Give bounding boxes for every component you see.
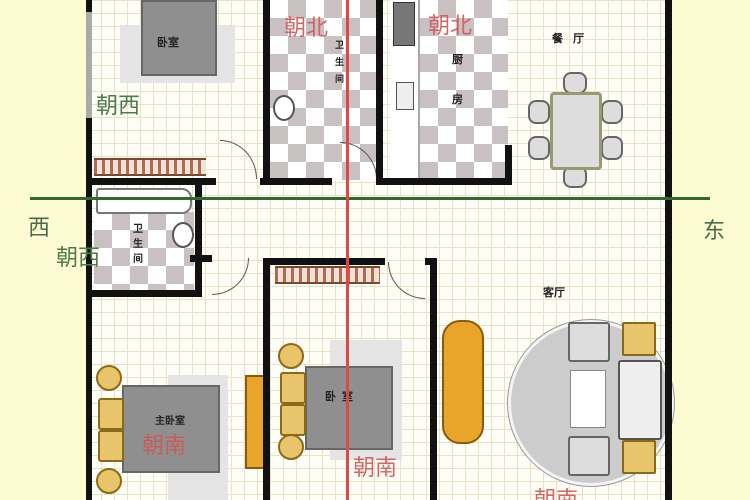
nightstand <box>96 365 122 391</box>
room-label-dining: 餐厅 <box>552 32 594 45</box>
sink-icon <box>396 82 414 110</box>
wall <box>260 178 332 185</box>
armchair <box>568 436 610 476</box>
wall <box>195 255 202 297</box>
orientation-label-south: 朝南 <box>534 482 578 500</box>
tv-cabinet <box>442 320 484 444</box>
dining-chair <box>528 100 550 124</box>
closet <box>275 266 380 284</box>
wall <box>263 258 270 500</box>
orientation-label-south: 朝南 <box>353 456 398 481</box>
wall <box>86 0 92 12</box>
wall <box>263 0 270 185</box>
bed <box>305 366 393 450</box>
room-label-bathroom-top: 卫生间 <box>335 41 345 85</box>
stove-icon <box>393 2 415 46</box>
dining-table <box>550 92 602 170</box>
pillow <box>98 430 124 462</box>
bathtub <box>96 188 192 214</box>
dining-chair <box>528 136 550 160</box>
pillow <box>280 404 306 436</box>
orientation-label-south: 朝南 <box>142 434 187 459</box>
wall <box>195 185 202 255</box>
dining-chair <box>601 100 623 124</box>
window <box>86 12 92 118</box>
side-table <box>622 440 656 474</box>
compass-east: 东 <box>703 219 726 244</box>
nightstand <box>278 434 304 460</box>
pillow <box>98 398 124 430</box>
side-table <box>622 322 656 356</box>
dining-chair <box>563 72 587 94</box>
toilet-icon <box>273 95 295 121</box>
dining-chair <box>601 136 623 160</box>
room-label-living: 客厅 <box>543 286 565 299</box>
compass-west: 西 <box>28 216 51 241</box>
east-west-axis-line <box>30 197 710 200</box>
wall <box>665 0 672 500</box>
room-label-kitchen: 厨房 <box>452 53 463 106</box>
north-south-axis-line <box>346 0 349 500</box>
pillow <box>280 372 306 404</box>
wall <box>263 258 385 265</box>
bed <box>141 0 217 76</box>
wall <box>90 290 202 297</box>
sofa <box>618 360 662 440</box>
closet <box>94 158 206 176</box>
room-label-bedroom-top: 卧室 <box>157 36 179 49</box>
orientation-label-north: 朝北 <box>284 16 329 41</box>
orientation-label-north: 朝北 <box>428 14 473 39</box>
wall <box>90 178 216 185</box>
wall <box>505 145 512 185</box>
room-label-bathroom-left: 卫生间 <box>133 224 143 265</box>
wall <box>376 0 383 185</box>
coffee-table <box>570 370 606 428</box>
toilet-icon <box>172 222 194 248</box>
orientation-label-west: 朝西 <box>56 246 101 271</box>
nightstand <box>96 468 122 494</box>
room-label-bedroom-middle: 卧室 <box>325 390 359 403</box>
room-label-master-bedroom: 主卧室 <box>155 416 185 427</box>
orientation-label-west: 朝西 <box>96 94 141 119</box>
armchair <box>568 322 610 362</box>
wall <box>430 258 437 500</box>
wall <box>86 118 92 500</box>
nightstand <box>278 343 304 369</box>
kitchen-tiles <box>420 0 508 180</box>
wall <box>376 178 512 185</box>
